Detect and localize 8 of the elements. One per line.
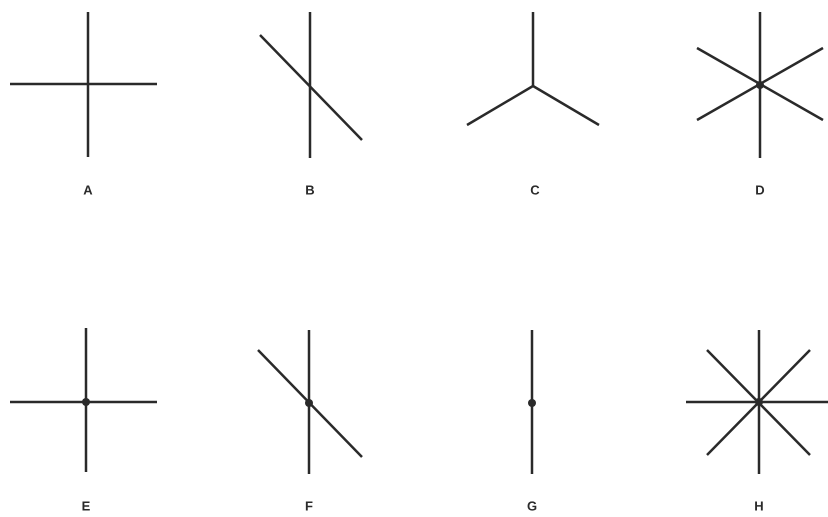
figure-label: B	[305, 184, 315, 196]
figure-label: D	[755, 184, 765, 196]
figure-label: F	[305, 500, 313, 512]
figure-label: H	[754, 500, 764, 512]
figure-label: C	[530, 184, 540, 196]
figure-label: E	[82, 500, 90, 512]
figure-label: G	[526, 500, 538, 512]
figure-label: A	[83, 184, 93, 196]
